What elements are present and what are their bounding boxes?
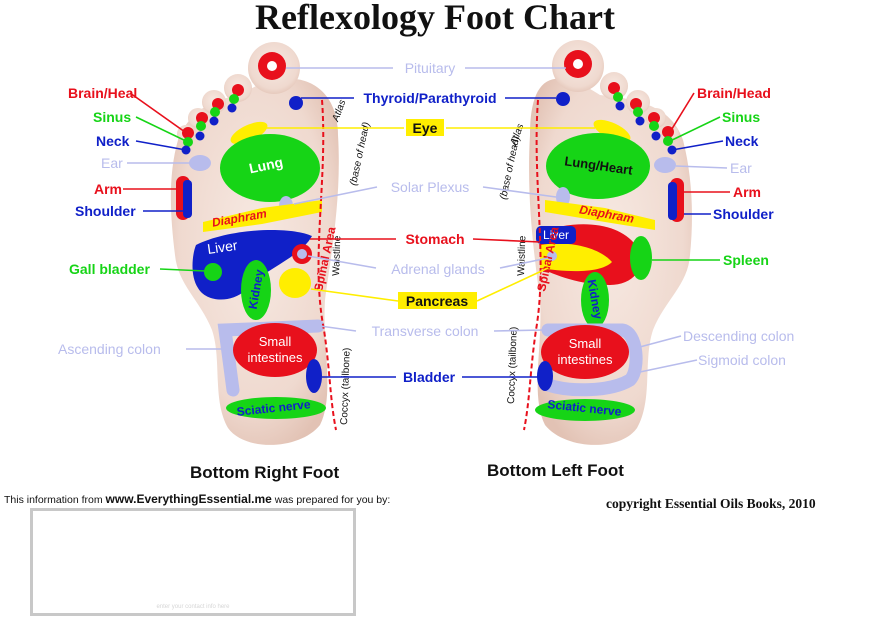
- left-small-label: Small: [569, 336, 602, 351]
- right-diaphram-zone: [203, 200, 322, 232]
- left-lung-heart-zone: [546, 133, 650, 199]
- info-suffix: was prepared for you by:: [274, 494, 391, 506]
- page-title: Reflexology Foot Chart: [255, 0, 615, 37]
- left-pancreas-zone: [540, 243, 612, 272]
- contact-info-box[interactable]: enter your contact info here: [30, 508, 356, 616]
- leader-lines: [123, 67, 730, 378]
- label-gall-bladder: Gall bladder: [69, 261, 150, 277]
- left-kidney-zone: [581, 272, 609, 328]
- right-pancreas-zone: [279, 268, 311, 298]
- contact-info-placeholder: enter your contact info here: [156, 604, 230, 610]
- label-ear-right: Ear: [101, 155, 123, 171]
- right-liver-label: Liver: [206, 237, 239, 257]
- label-arm-right: Arm: [94, 181, 122, 197]
- right-small-label: Small: [259, 334, 292, 349]
- label-brain-head-left: Brain/Head: [697, 85, 771, 101]
- left-foot-caption: Bottom Left Foot: [487, 461, 624, 480]
- left-coccyx-label: Coccyx (tailbone): [506, 327, 520, 405]
- right-base-of-head-label: (base of head): [348, 121, 372, 186]
- right-bladder-zone: [306, 359, 322, 393]
- label-spleen: Spleen: [723, 252, 769, 268]
- label-descending-colon: Descending colon: [683, 328, 794, 344]
- right-kidney-zone: [241, 260, 271, 320]
- left-ear-zone: [654, 157, 676, 173]
- label-adrenal-glands: Adrenal glands: [391, 261, 484, 277]
- label-shoulder-left: Shoulder: [713, 206, 774, 222]
- left-liver-label: Liver: [543, 228, 569, 242]
- right-atlas-label: Atlas: [330, 98, 348, 124]
- left-kidney-label: Kidney: [585, 278, 606, 320]
- side-labels: Brain/Heal Sinus Neck Ear Arm Shoulder G…: [58, 85, 794, 368]
- label-arm-left: Arm: [733, 184, 761, 200]
- label-sinus-right: Sinus: [93, 109, 131, 125]
- right-foot: Lung Diaphram Liver Kidney Small intesti…: [170, 42, 372, 445]
- right-foot-caption: Bottom Right Foot: [190, 463, 340, 482]
- label-neck-right: Neck: [96, 133, 130, 149]
- right-lung-label: Lung: [248, 154, 285, 177]
- label-solar-plexus: Solar Plexus: [391, 179, 470, 195]
- right-ear-zone: [189, 155, 211, 171]
- label-ascending-colon: Ascending colon: [58, 341, 161, 357]
- right-kidney-label: Kidney: [246, 268, 267, 310]
- left-intestines-label: intestines: [558, 352, 613, 367]
- info-prefix: This information from: [4, 494, 103, 506]
- left-thyroid-point: [556, 92, 570, 106]
- left-liver-zone: [536, 226, 576, 244]
- label-transverse-colon: Transverse colon: [372, 323, 479, 339]
- info-line: This information from www.EverythingEsse…: [4, 492, 390, 506]
- left-diaphram-zone: [545, 200, 655, 230]
- label-ear-left: Ear: [730, 160, 752, 176]
- label-shoulder-right: Shoulder: [75, 203, 136, 219]
- label-thyroid: Thyroid/Parathyroid: [363, 90, 496, 106]
- label-pancreas: Pancreas: [406, 293, 468, 309]
- label-sigmoid-colon: Sigmoid colon: [698, 352, 786, 368]
- label-eye: Eye: [413, 120, 438, 136]
- right-coccyx-label: Coccyx (tailbone): [339, 348, 353, 426]
- right-thyroid-point: [289, 96, 303, 110]
- label-stomach: Stomach: [405, 231, 464, 247]
- center-labels: Pituitary Thyroid/Parathyroid Eye Solar …: [363, 60, 496, 385]
- left-spine-line: [523, 99, 542, 431]
- left-foot: Lung/Heart Diaphram Liver Kidney Small i…: [498, 40, 692, 445]
- website-link[interactable]: www.EverythingEssential.me: [105, 492, 272, 506]
- right-sciatic-nerve-zone: [226, 397, 326, 419]
- left-waistline-label: Waistline: [516, 235, 528, 276]
- left-small-intestines-zone: [541, 325, 629, 379]
- copyright: copyright Essential Oils Books, 2010: [606, 496, 816, 511]
- label-sinus-left: Sinus: [722, 109, 760, 125]
- right-eye-zone: [230, 121, 268, 145]
- right-lung-zone: [220, 134, 320, 202]
- right-gall-bladder-point: [204, 263, 222, 281]
- label-neck-left: Neck: [725, 133, 759, 149]
- right-spine-line: [317, 99, 337, 431]
- label-pituitary: Pituitary: [405, 60, 456, 76]
- left-spleen-zone: [630, 236, 652, 280]
- left-sciatic-nerve-zone: [535, 399, 635, 421]
- left-descending-sigmoid-colon: [541, 323, 643, 397]
- right-waistline-label: Waistline: [331, 235, 343, 276]
- right-small-intestines-zone: [233, 323, 317, 377]
- label-bladder: Bladder: [403, 369, 456, 385]
- right-intestines-label: intestines: [248, 350, 303, 365]
- label-brain-head-right: Brain/Heal: [68, 85, 137, 101]
- left-bladder-zone: [537, 361, 553, 391]
